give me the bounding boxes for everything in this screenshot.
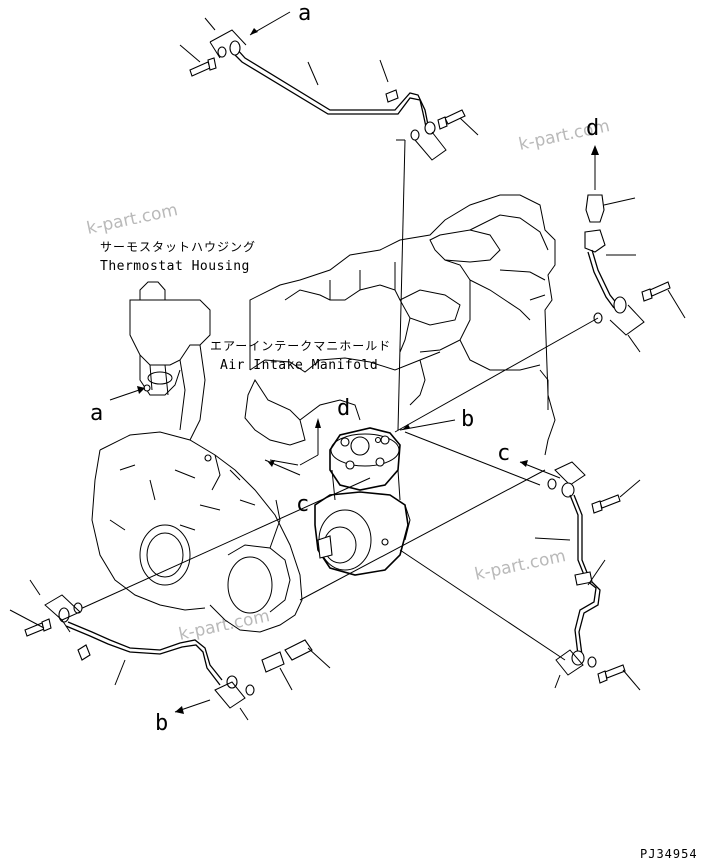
watermark-left: k-part.com — [85, 200, 180, 239]
watermark-bottom-right: k-part.com — [473, 546, 568, 585]
ref-d-right: d — [586, 116, 599, 141]
ref-b-center: b — [461, 407, 474, 432]
watermarks: k-part.com k-part.com k-part.com k-part.… — [85, 116, 612, 645]
ref-a-top: a — [298, 1, 311, 26]
ref-c-center: c — [296, 492, 309, 517]
labels: サーモスタットハウジング Thermostat Housing エアーインテーク… — [100, 240, 391, 373]
thermostat-housing — [129, 281, 211, 441]
reference-letters: a a b b c c d d — [90, 1, 599, 736]
thermostat-label-jp: サーモスタットハウジング — [100, 240, 256, 254]
ref-b-bottom: b — [155, 711, 168, 736]
flywheel-housing — [91, 431, 303, 633]
ref-a-left: a — [90, 401, 103, 426]
thermostat-label-en: Thermostat Housing — [100, 259, 250, 274]
intake-label-jp: エアーインテークマニホールド — [210, 339, 391, 353]
right-elbow-assembly — [394, 145, 686, 433]
air-compressor — [314, 427, 411, 576]
right-pipe-assembly — [399, 431, 641, 691]
lower-pipe-assembly — [9, 386, 546, 721]
drawing-number: PJ34954 — [640, 847, 698, 861]
ref-d-center: d — [337, 396, 350, 421]
air-intake-manifold-outline — [244, 194, 556, 456]
top-pipe-assembly — [179, 11, 479, 431]
intake-label-en: Air Intake Manifold — [220, 358, 378, 373]
ref-c-right: c — [497, 441, 510, 466]
center-arrows — [264, 418, 456, 476]
